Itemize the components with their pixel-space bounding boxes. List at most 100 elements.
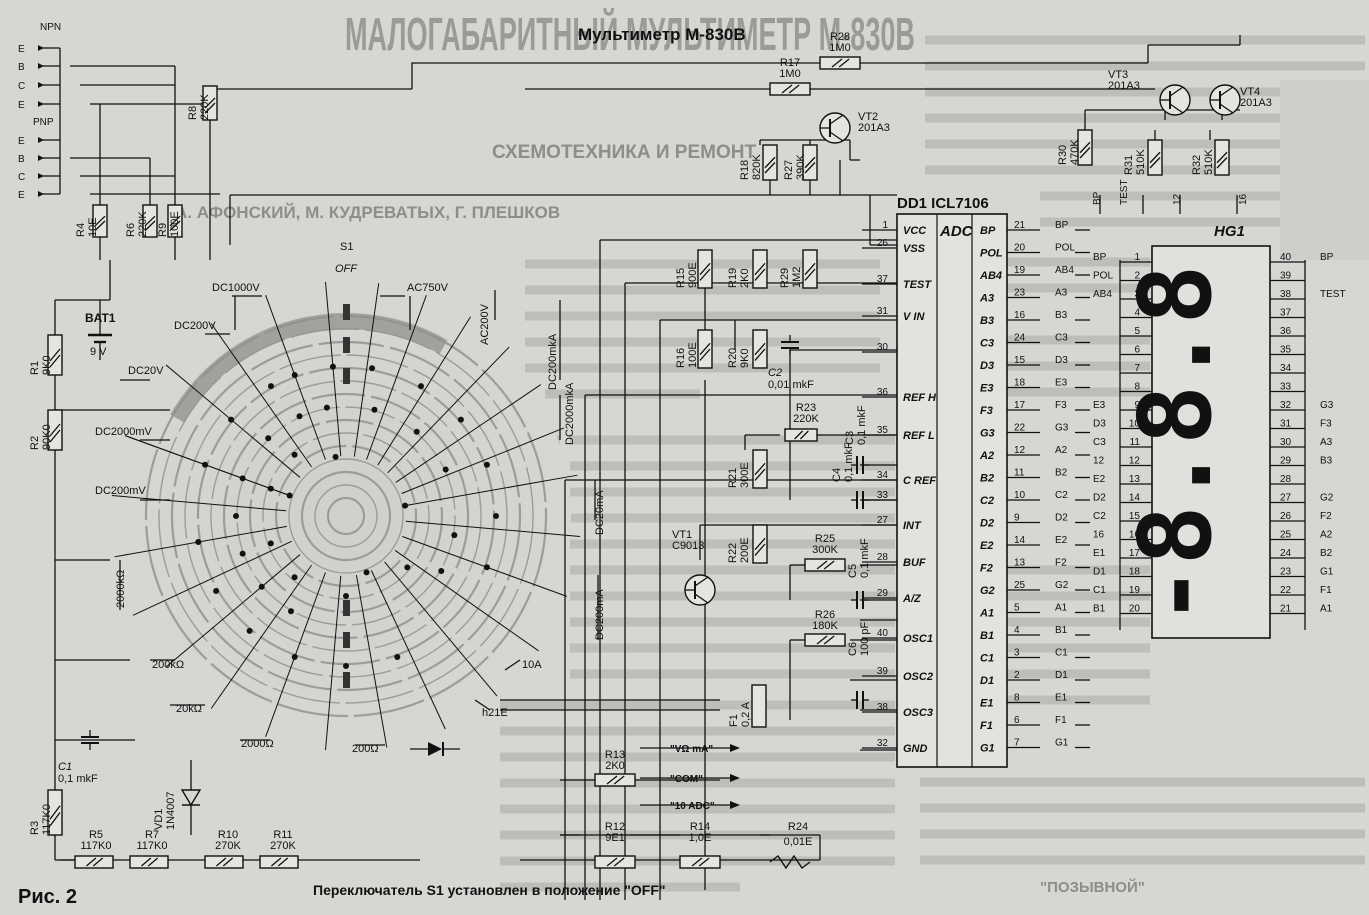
- adc-net-label: F3: [1055, 400, 1067, 411]
- lcd-net-label: A1: [1320, 604, 1333, 615]
- lcd-pin-num: 4: [1134, 308, 1140, 319]
- lcd-pin-num: 31: [1280, 419, 1292, 430]
- lcd-net-label: 12: [1093, 456, 1105, 467]
- adc-net-label: G2: [1055, 580, 1069, 591]
- lcd-pin-num: 8: [1134, 382, 1140, 393]
- lcd-body: [1151, 245, 1271, 639]
- switch-range-label: 20kΩ: [176, 703, 202, 715]
- lcd-left-pin: 8: [1134, 382, 1140, 393]
- resistor-ref: R16: [675, 348, 687, 368]
- adc-pin-num: 12: [1014, 445, 1026, 456]
- adc-pin-num: 36: [877, 387, 889, 398]
- terminal-jack: "VΩ mA": [670, 744, 740, 755]
- resistor-value: 900E: [687, 262, 699, 288]
- adc-pin-name: D3: [980, 360, 994, 372]
- switch-range-label: 200Ω: [352, 743, 379, 755]
- adc-pin-num: 37: [877, 274, 889, 285]
- adc-left-pin: REF H36: [862, 387, 937, 404]
- adc-pin-num: 1: [882, 220, 888, 231]
- capacitor-ref: C6: [847, 642, 859, 656]
- resistor-value: 1M0: [829, 42, 850, 54]
- lcd-pin-num: 5: [1134, 326, 1140, 337]
- lcd-net-label: F2: [1320, 511, 1332, 522]
- adc-pin-name: OSC1: [903, 633, 933, 645]
- lcd-right-pin: 21 A1: [1280, 604, 1333, 615]
- capacitor-ref: C4: [831, 468, 843, 482]
- resistor-ref: R22: [727, 543, 739, 563]
- resistor-ref: R24: [788, 821, 808, 833]
- bg-subheading: СХЕМОТЕХНИКА И РЕМОНТ: [492, 142, 756, 163]
- adc-pin-name: V IN: [903, 311, 925, 323]
- lcd-pin-num: 20: [1129, 604, 1141, 615]
- lcd-pin-num: 21: [1280, 604, 1292, 615]
- lcd-pin-num: 38: [1280, 289, 1292, 300]
- adc-left-pin: 30: [862, 342, 897, 353]
- adc-pin-num: 31: [877, 306, 889, 317]
- lcd-left-pin: 4: [1134, 308, 1140, 319]
- adc-net-label: B1: [1055, 625, 1068, 636]
- adc-pin-name: BUF: [903, 557, 926, 569]
- adc-pin-name: VSS: [903, 243, 926, 255]
- lcd-net-label: BP: [1320, 252, 1334, 263]
- switch-range-label: DC200mV: [95, 485, 146, 497]
- switch-range-label: DC20V: [128, 365, 164, 377]
- switch-range-label: AC750V: [407, 282, 449, 294]
- lcd-net-label: E1: [1093, 548, 1106, 559]
- lcd-pin-num: 27: [1280, 493, 1292, 504]
- adc-pin-name: OSC2: [903, 671, 933, 683]
- lcd-left-pin: 6: [1134, 345, 1140, 356]
- adc-left-pin: REF L35: [862, 425, 935, 442]
- adc-pin-num: 39: [877, 666, 889, 677]
- lcd-net-label: D2: [1093, 493, 1106, 504]
- adc-ref: DD1 ICL7106: [897, 195, 989, 212]
- adc-pin-num: 25: [1014, 580, 1026, 591]
- lcd-pin-num: 9: [1134, 400, 1140, 411]
- adc-pin-num: 19: [1014, 265, 1026, 276]
- lcd-net-label: 16: [1093, 530, 1105, 541]
- capacitor-value: 0,1 mkF: [58, 773, 98, 785]
- switch-range-label: DC2000mkA: [564, 382, 576, 445]
- lcd-net-label: AB4: [1093, 289, 1112, 300]
- adc-net-label: AB4: [1055, 265, 1074, 276]
- figure-label: Рис. 2: [18, 886, 77, 908]
- adc-net-label: G3: [1055, 423, 1069, 434]
- lcd-pin-num: 25: [1280, 530, 1292, 541]
- adc-net-label: C3: [1055, 333, 1068, 344]
- resistor-ref: R11: [273, 829, 292, 841]
- resistor-ref: R20: [727, 348, 739, 368]
- adc-pin-num: 22: [1014, 423, 1026, 434]
- adc-pin-num: 34: [877, 470, 889, 481]
- adc-net-label: B3: [1055, 310, 1068, 321]
- switch-range-label: DC200mA: [594, 589, 606, 640]
- adc-pin-name: TEST: [903, 279, 932, 291]
- lcd-net-label: E2: [1093, 474, 1106, 485]
- lcd-top-label: 12: [1172, 193, 1183, 205]
- lcd-pin-num: 11: [1130, 437, 1141, 448]
- adc-pin-num: 6: [1014, 715, 1020, 726]
- resistor-value: 470K: [1069, 139, 1081, 165]
